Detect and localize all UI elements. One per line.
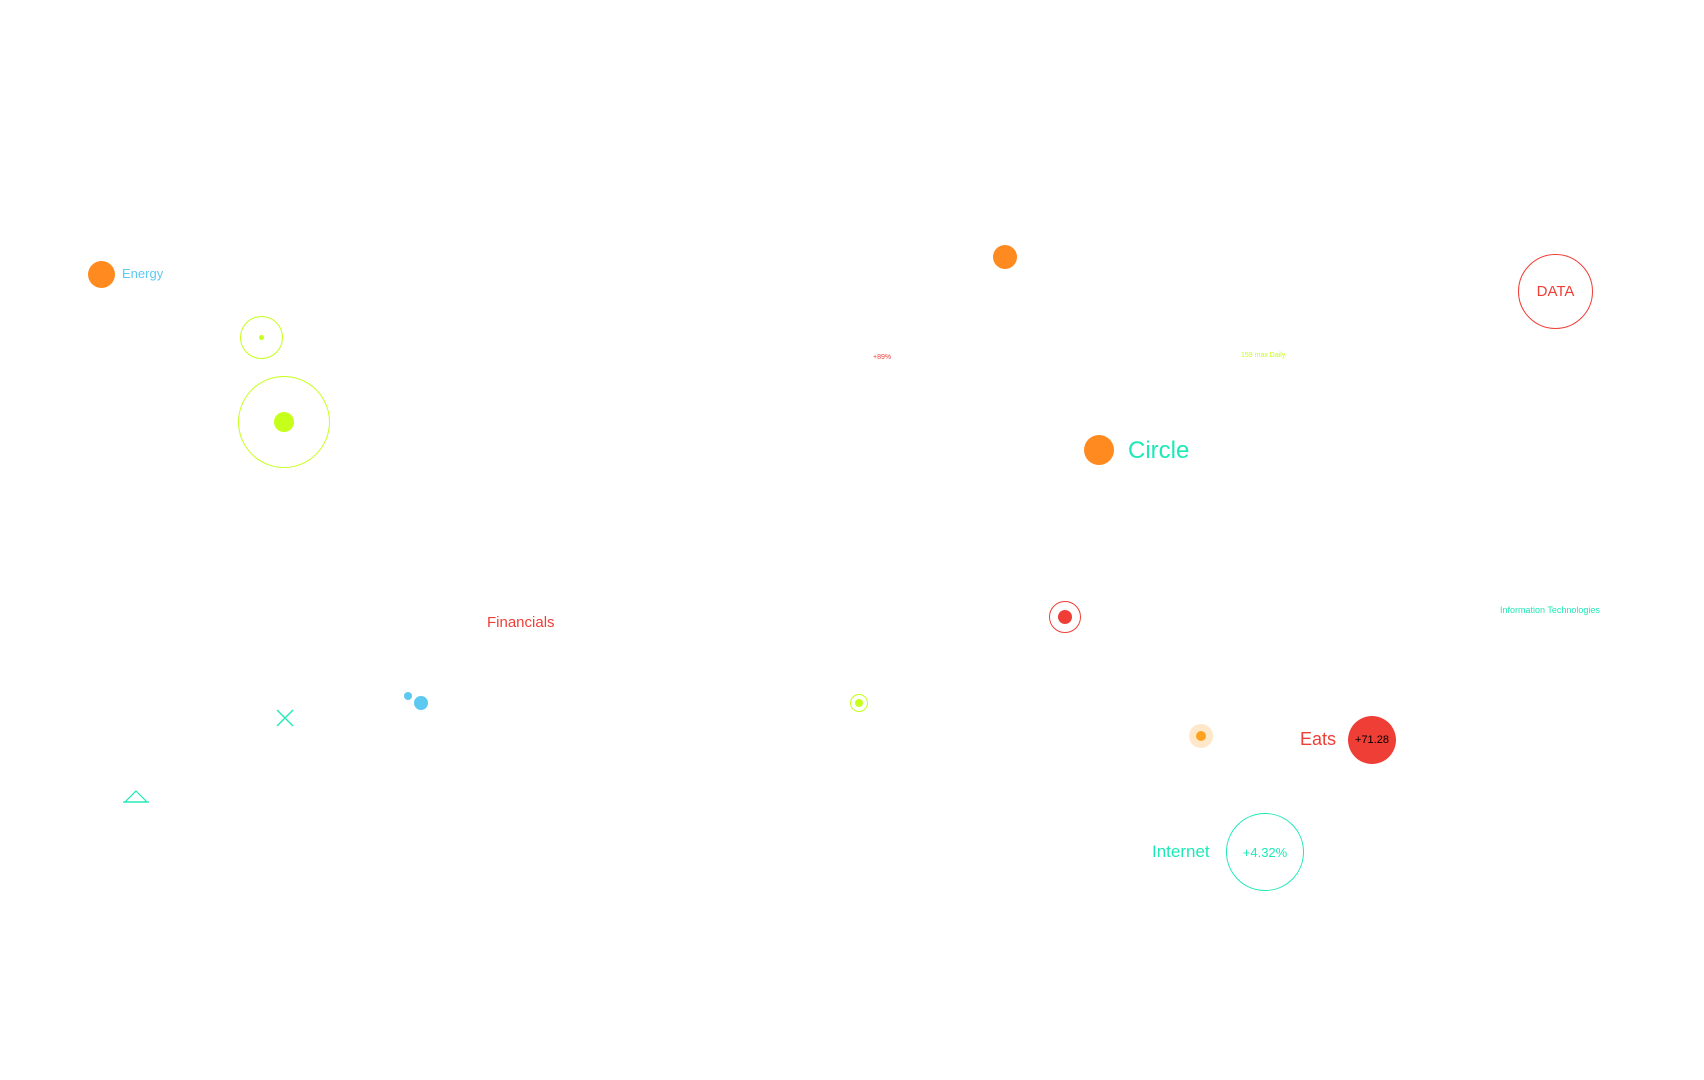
cyan-large-dot[interactable]: [414, 696, 428, 710]
large-lime-ring[interactable]: [238, 376, 330, 468]
lime-target-ring[interactable]: [850, 694, 868, 712]
eats-label: Eats: [1300, 729, 1337, 749]
info-tech-label: Information Technologies: [1500, 605, 1600, 615]
triangle-icon[interactable]: [123, 789, 149, 804]
orange-glow-dot: [1196, 731, 1206, 741]
circle-label: Circle: [1128, 437, 1190, 464]
large-lime-dot: [274, 412, 294, 432]
financials-label: Financials: [487, 614, 555, 631]
energy-dot[interactable]: [88, 261, 115, 288]
percent-89-label: +89%: [873, 354, 892, 361]
energy-label: Energy: [122, 266, 164, 281]
internet-label: Internet: [1152, 842, 1210, 861]
red-target-ring[interactable]: [1049, 601, 1081, 633]
eats-value-badge[interactable]: +71.28: [1348, 716, 1396, 764]
daily-label: 159 max Daily: [1241, 352, 1286, 359]
data-label: DATA: [1536, 283, 1575, 300]
cyan-small-dot[interactable]: [404, 692, 412, 700]
internet-value-ring[interactable]: +4.32%: [1226, 813, 1304, 891]
red-target-dot: [1058, 610, 1072, 624]
data-ring[interactable]: DATA: [1518, 254, 1593, 329]
small-lime-dot: [259, 335, 264, 340]
internet-value: +4.32%: [1242, 844, 1288, 860]
top-orange-dot[interactable]: [993, 245, 1017, 269]
small-lime-ring[interactable]: [240, 316, 283, 359]
circle-orange-dot[interactable]: [1084, 435, 1114, 465]
lime-target-dot: [855, 699, 863, 707]
eats-value: +71.28: [1355, 734, 1389, 746]
cross-icon[interactable]: [275, 708, 295, 728]
